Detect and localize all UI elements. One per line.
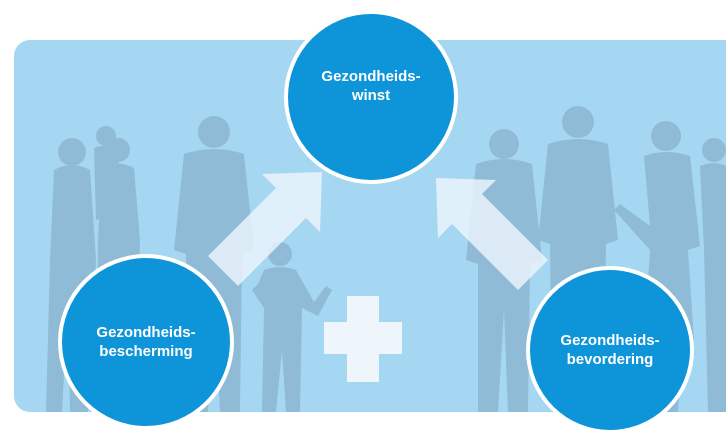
node-label: Gezondheids- bescherming [96,324,196,360]
plus-icon [324,296,402,382]
node-label: Gezondheids- bevordering [560,332,660,368]
arrow-up-left [436,178,548,290]
arrow-up-right [208,172,322,286]
node-gezondheidsbevordering: Gezondheids- bevordering [526,266,694,434]
node-label: Gezondheids- winst [321,68,421,104]
node-gezondheidsbescherming: Gezondheids- bescherming [58,254,234,430]
node-gezondheidswinst: Gezondheids- winst [284,10,458,184]
